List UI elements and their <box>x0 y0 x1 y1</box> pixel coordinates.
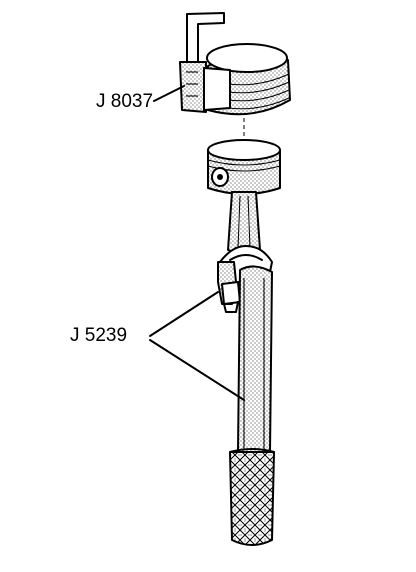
label-guide-tool: J 5239 <box>70 325 127 346</box>
short-guide-tool <box>217 261 241 313</box>
knurled-handle <box>229 451 275 546</box>
compressor-latch <box>179 61 207 113</box>
leader-compressor-tool <box>153 85 185 102</box>
callout-j8037: J 8037 <box>96 85 185 112</box>
leader-guide-tool-upper <box>149 291 219 337</box>
long-guide-tool <box>229 265 275 546</box>
piston-crown <box>207 139 281 161</box>
guide-shaft <box>237 265 273 453</box>
label-compressor-tool: J 8037 <box>96 91 153 112</box>
piston <box>207 139 281 195</box>
callout-j5239: J 5239 <box>70 291 245 401</box>
leader-guide-tool-lower <box>149 339 245 401</box>
ring-compressor-tool <box>179 12 291 116</box>
rod-beam <box>227 191 261 254</box>
